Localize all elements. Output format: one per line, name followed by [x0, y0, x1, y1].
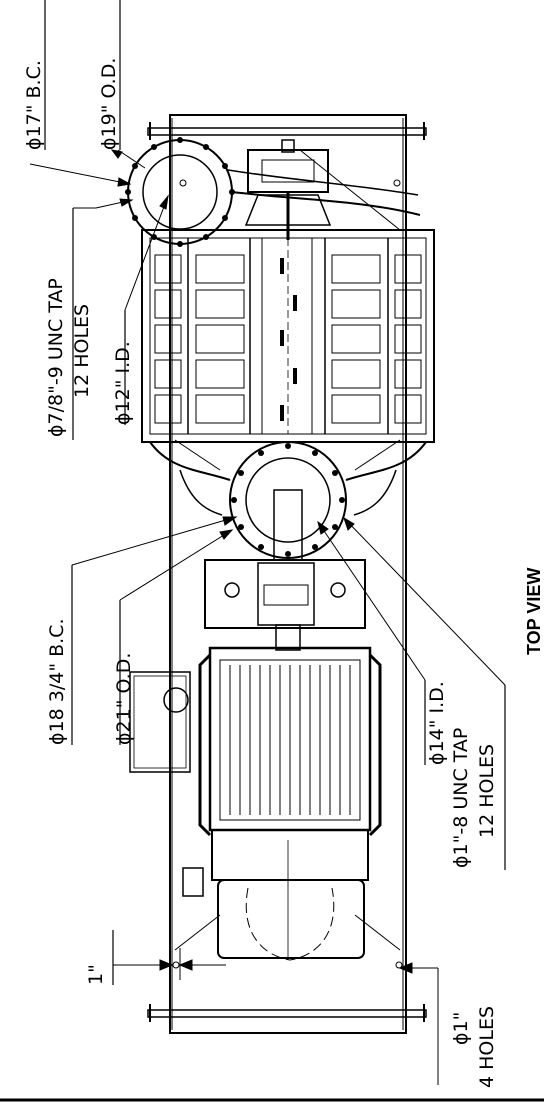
label-bc-18-3-4: ϕ18 3/4" B.C.: [46, 619, 68, 746]
label-dim-1: 1": [85, 964, 107, 985]
label-id-14: ϕ14" I.D.: [426, 681, 448, 765]
coupling-guard: [204, 559, 366, 651]
actuator-assembly: [244, 139, 332, 240]
dimension-leaders: [29, 149, 506, 1085]
base-frame: [147, 114, 427, 1034]
label-bc-17: ϕ17" B.C.: [23, 60, 45, 150]
view-title: TOP VIEW: [524, 568, 544, 655]
label-tap-1-8: ϕ1"-8 UNC TAP: [450, 728, 472, 868]
suction-flange: [229, 441, 347, 561]
label-tap-7-8: ϕ7/8"-9 UNC TAP: [45, 278, 67, 437]
pump-casing: [141, 229, 435, 516]
label-tap-1-8-holes: 12 HOLES: [476, 744, 498, 838]
label-id-12: ϕ12" I.D.: [112, 341, 134, 425]
dimension-labels: ϕ17" B.C. ϕ19" O.D. ϕ7/8"-9 UNC TAP 12 H…: [23, 58, 544, 1088]
electric-motor: [129, 646, 382, 961]
label-od-21: ϕ21" O.D.: [113, 653, 135, 745]
label-hole-1-count: 4 HOLES: [476, 1006, 498, 1088]
label-od-19: ϕ19" O.D.: [98, 58, 120, 150]
label-hole-1: ϕ1": [450, 1012, 472, 1045]
label-tap-7-8-holes: 12 HOLES: [71, 304, 93, 398]
